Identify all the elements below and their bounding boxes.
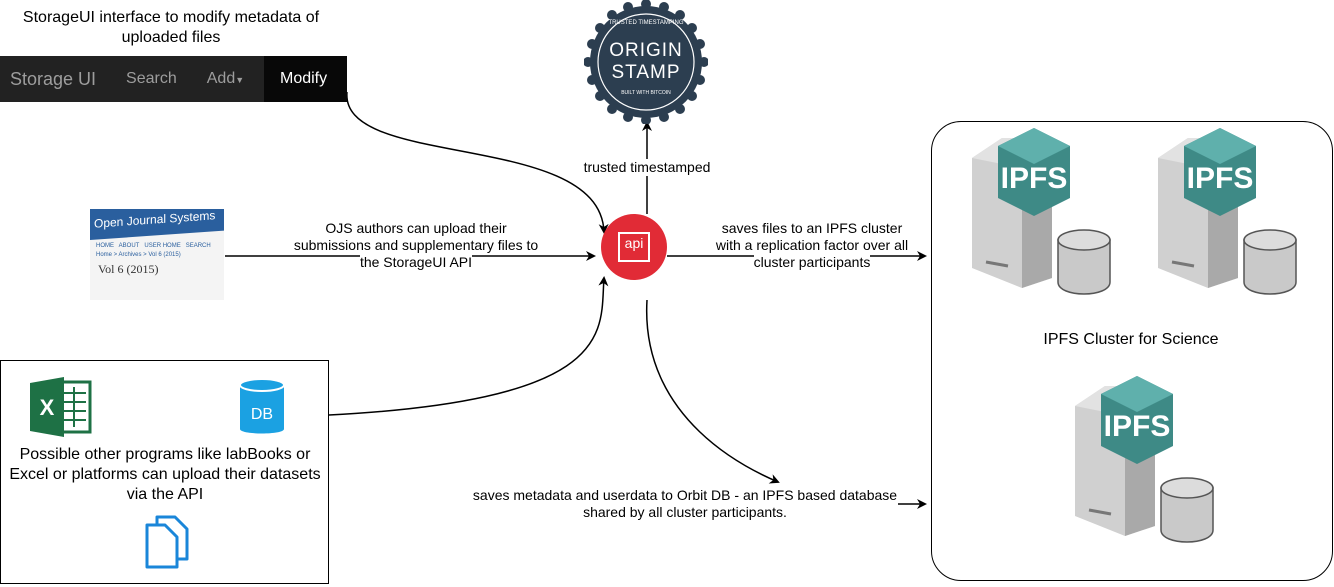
ojs-menu-home: HOME <box>96 243 114 249</box>
label-save-metadata-text: saves metadata and userdata to Orbit DB … <box>472 487 898 520</box>
label-ojs-upload: OJS authors can upload their submissions… <box>286 220 546 271</box>
nav-modify[interactable]: Modify <box>264 56 347 102</box>
storageui-navbar: Storage UI Search Add▼ Modify <box>0 56 347 102</box>
ojs-menu-user-home: USER HOME <box>144 243 181 249</box>
ojs-breadcrumb: Home > Archives > Vol 6 (2015) <box>96 252 181 258</box>
stamp-bottom-text: BUILT WITH BITCOIN <box>621 90 671 96</box>
api-icon <box>618 232 650 262</box>
ipfs-server-icon: IPFS <box>1075 376 1214 543</box>
ojs-menu: HOME ABOUT USER HOME SEARCH <box>90 240 224 252</box>
ojs-volume: Vol 6 (2015) <box>98 262 159 276</box>
programs-box: X DB Possible other programs like labBoo… <box>0 360 329 584</box>
database-icon: DB <box>239 378 285 434</box>
label-save-metadata: saves metadata and userdata to Orbit DB … <box>456 487 914 521</box>
ojs-menu-search: SEARCH <box>185 243 211 249</box>
ipfs-node-2-label: IPFS <box>1187 162 1254 195</box>
label-save-ipfs: saves files to an IPFS cluster with a re… <box>712 220 912 271</box>
navbar-brand[interactable]: Storage UI <box>10 69 97 89</box>
stamp-teeth <box>584 0 708 124</box>
origin-stamp-logo: TRUSTED TIMESTAMPING ORIGIN STAMP BUILT … <box>584 0 708 124</box>
arrow-programs-to-api <box>328 276 609 416</box>
nav-search[interactable]: Search <box>126 70 177 87</box>
label-trusted-timestamped: trusted timestamped <box>560 159 734 176</box>
api-label: api <box>624 235 644 251</box>
ipfs-server-icon: IPFS <box>1158 128 1297 295</box>
nav-add[interactable]: Add▼ <box>192 56 259 102</box>
excel-icon: X <box>30 377 92 437</box>
arrow-storageui-to-api <box>346 91 609 234</box>
api-node[interactable]: api <box>601 214 667 280</box>
label-save-ipfs-text: saves files to an IPFS cluster with a re… <box>715 220 909 270</box>
ojs-screenshot: Open Journal Systems HOME ABOUT USER HOM… <box>90 209 224 300</box>
storageui-caption-text: StorageUI interface to modify metadata o… <box>22 9 320 46</box>
ipfs-node-3-label: IPFS <box>1104 410 1171 443</box>
stamp-top-text: TRUSTED TIMESTAMPING <box>608 20 683 26</box>
storageui-caption: StorageUI interface to modify metadata o… <box>0 8 342 48</box>
stamp-line1: ORIGIN <box>609 40 683 61</box>
ipfs-server-icon: IPFS <box>972 128 1111 295</box>
ipfs-node-1-label: IPFS <box>1001 162 1068 195</box>
stamp-line2: STAMP <box>611 62 680 83</box>
excel-letter: X <box>40 395 55 420</box>
db-label: DB <box>251 406 273 423</box>
nav-add-label: Add <box>206 70 236 87</box>
caret-down-icon: ▼ <box>235 75 245 85</box>
documents-icon <box>145 515 189 569</box>
ojs-title: Open Journal Systems <box>90 209 224 240</box>
label-trusted-timestamped-text: trusted timestamped <box>583 159 711 175</box>
arrow-api-to-orbitdb <box>646 299 780 484</box>
cluster-title-text: IPFS Cluster for Science <box>1043 331 1219 348</box>
label-ojs-upload-text: OJS authors can upload their submissions… <box>293 220 539 270</box>
programs-text: Possible other programs like labBooks or… <box>7 445 323 505</box>
ojs-menu-about: ABOUT <box>118 243 140 249</box>
ipfs-cluster-box <box>931 121 1333 581</box>
programs-text-content: Possible other programs like labBooks or… <box>9 446 321 503</box>
cluster-title: IPFS Cluster for Science <box>1000 330 1262 350</box>
